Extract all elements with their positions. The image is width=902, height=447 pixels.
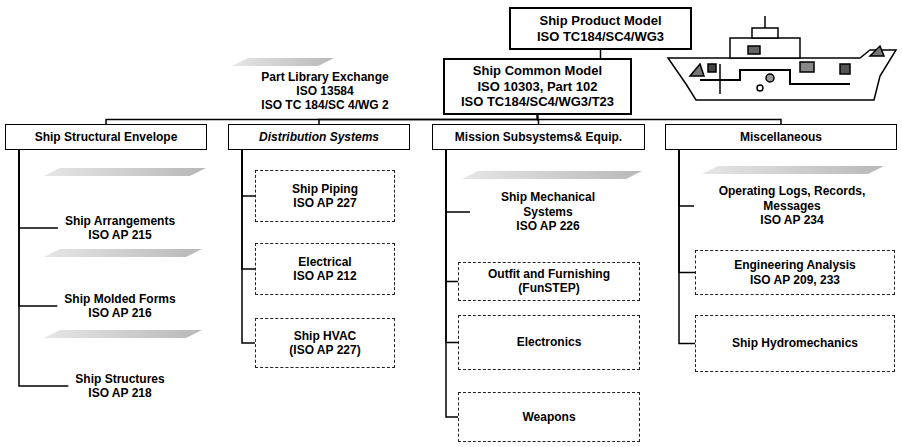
tree-connector xyxy=(679,150,694,206)
node-subtitle: ISO AP 218 xyxy=(88,386,151,400)
standard-item: Ship Mechanical SystemsISO AP 226 xyxy=(473,188,623,235)
ship-illustration xyxy=(668,16,896,100)
planned-item-box: Ship Hydromechanics xyxy=(695,315,895,372)
tree-connector xyxy=(679,150,695,344)
tree-connector xyxy=(19,150,57,306)
equipment xyxy=(757,85,763,91)
tree-connector xyxy=(19,150,68,386)
planned-item-box: Ship PipingISO AP 227 xyxy=(255,170,395,222)
node-title: Ship Hydromechanics xyxy=(732,336,858,350)
standard-label: ISO 13584 xyxy=(225,84,425,98)
planned-item-box: Outfit and Furnishing (FunSTEP) xyxy=(458,262,640,301)
standard-item: Ship ArrangementsISO AP 215 xyxy=(61,212,179,245)
tree-connector xyxy=(679,150,695,273)
bridge xyxy=(752,28,778,38)
equipment xyxy=(748,46,760,54)
standard-label: ISO TC 184/SC 4/WG 2 xyxy=(225,98,425,112)
node-title: Weapons xyxy=(522,410,575,424)
node-title: Ship Product Model xyxy=(539,13,661,29)
node-title: Engineering Analysis xyxy=(734,258,856,272)
node-subtitle: ISO TC184/SC4/WG3 xyxy=(537,29,664,45)
tree-connector xyxy=(242,150,255,196)
equipment xyxy=(800,62,814,72)
grey-bar xyxy=(44,168,206,176)
weapon-symbol xyxy=(870,46,884,56)
superstructure xyxy=(730,38,800,58)
tree-connector xyxy=(242,150,255,269)
node-title: Ship Mechanical Systems xyxy=(477,190,619,219)
node-subtitle: ISO 10303, Part 102 xyxy=(478,79,598,95)
equipment xyxy=(840,64,850,74)
tree-connector xyxy=(242,150,255,343)
tree-connector xyxy=(446,150,458,281)
node-subtitle: ISO AP 226 xyxy=(516,219,579,233)
node-title: Ship Structural Envelope xyxy=(35,130,178,144)
planned-item-box: Ship HVAC(ISO AP 227) xyxy=(255,318,395,368)
category-box: Distribution Systems xyxy=(228,124,410,150)
tree-connector xyxy=(538,115,782,124)
planned-item-box: Engineering AnalysisISO AP 209, 233 xyxy=(695,250,895,295)
planned-item-box: Weapons xyxy=(458,392,640,442)
grey-bar xyxy=(702,166,884,174)
node-title: Operating Logs, Records, Messages xyxy=(701,184,883,213)
planned-item-box: Electronics xyxy=(458,315,640,370)
category-box: Mission Subsystems& Equip. xyxy=(432,124,645,150)
model-box: Ship Product ModelISO TC184/SC4/WG3 xyxy=(509,7,692,50)
tree-connector xyxy=(106,115,538,124)
node-title: Electrical xyxy=(298,255,351,269)
category-box: Ship Structural Envelope xyxy=(5,124,207,150)
tree-connector xyxy=(446,150,470,212)
grey-bar xyxy=(44,249,202,257)
node-title: Ship Piping xyxy=(292,182,358,196)
node-subtitle: ISO AP 209, 233 xyxy=(750,273,840,287)
node-subtitle: ISO AP 215 xyxy=(88,228,151,242)
tree-connector xyxy=(19,150,58,228)
standard-item: Operating Logs, Records, MessagesISO AP … xyxy=(697,182,887,229)
equipment xyxy=(766,74,774,82)
node-subtitle: ISO TC184/SC4/WG3/T23 xyxy=(461,94,614,110)
standard-label: Part Library Exchange xyxy=(225,70,425,84)
node-title: Ship Common Model xyxy=(473,63,602,79)
tree-connector xyxy=(446,150,458,343)
weapon-symbol xyxy=(690,64,704,76)
tree-connector xyxy=(446,150,458,417)
node-title: Miscellaneous xyxy=(740,130,822,144)
mast xyxy=(764,16,766,28)
grey-bar xyxy=(462,171,642,179)
tree-connector xyxy=(319,115,538,124)
standard-item: Ship StructuresISO AP 218 xyxy=(71,370,168,403)
model-box: Ship Common ModelISO 10303, Part 102ISO … xyxy=(443,58,632,115)
grey-bar xyxy=(44,330,202,338)
equipment xyxy=(708,64,716,72)
node-title: Ship Molded Forms xyxy=(64,292,175,306)
node-title: Outfit and Furnishing (FunSTEP) xyxy=(465,267,633,296)
node-title: Electronics xyxy=(517,335,582,349)
node-title: Ship Structures xyxy=(75,372,164,386)
node-subtitle: ISO AP 227 xyxy=(293,196,356,210)
node-title: Ship Arrangements xyxy=(65,214,175,228)
planned-item-box: ElectricalISO AP 212 xyxy=(255,243,395,295)
pipe xyxy=(700,70,850,84)
grey-bar xyxy=(232,58,334,66)
category-box: Miscellaneous xyxy=(665,124,897,150)
node-title: Mission Subsystems& Equip. xyxy=(455,130,622,144)
pipe xyxy=(719,64,721,94)
node-subtitle: ISO AP 216 xyxy=(88,306,151,320)
node-title: Ship HVAC xyxy=(294,329,356,343)
node-subtitle: ISO AP 234 xyxy=(760,213,823,227)
node-subtitle: (ISO AP 227) xyxy=(289,343,360,357)
standard-item: Ship Molded FormsISO AP 216 xyxy=(60,290,179,323)
node-title: Distribution Systems xyxy=(259,130,379,144)
tree-connector xyxy=(600,50,602,58)
node-subtitle: ISO AP 212 xyxy=(293,269,356,283)
